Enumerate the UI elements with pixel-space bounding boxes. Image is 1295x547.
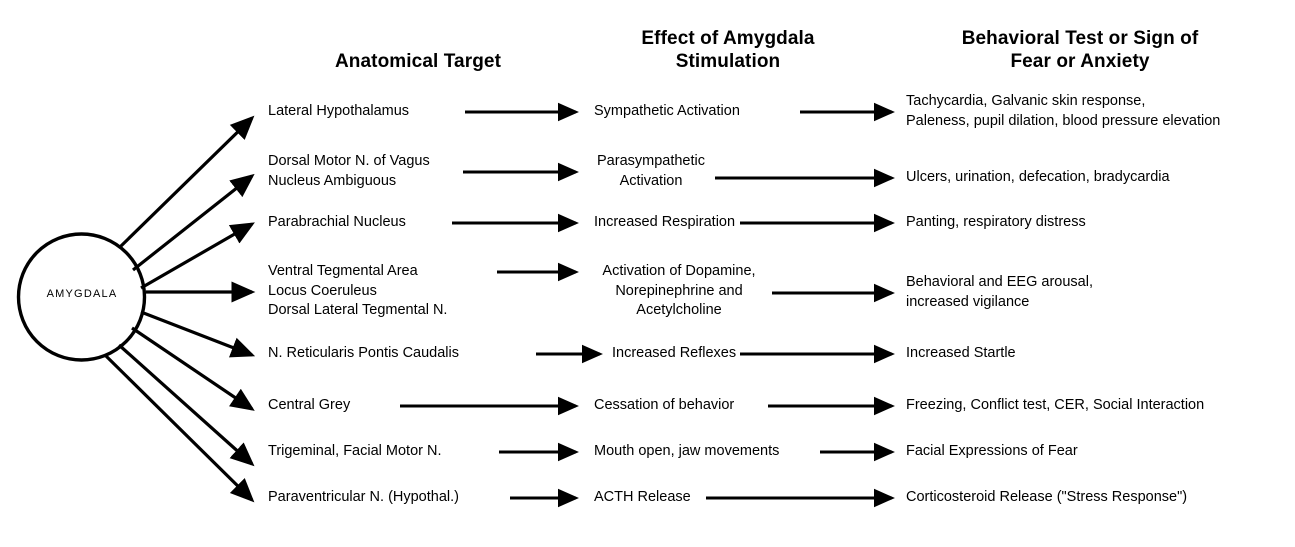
effect-5: Increased Reflexes xyxy=(612,345,737,361)
anatomical-target-5: N. Reticularis Pontis Caudalis xyxy=(268,345,459,361)
anatomical-target-2: Dorsal Motor N. of Vagus Nucleus Ambiguo… xyxy=(268,153,430,189)
behavior-5: Increased Startle xyxy=(906,345,1016,361)
amygdala-circle xyxy=(16,232,147,362)
behavior-2: Ulcers, urination, defecation, bradycard… xyxy=(906,169,1170,185)
effect-2: Parasympathetic Activation xyxy=(597,153,705,189)
column-header-effect-of-amygdala-stimulation: Effect of Amygdala Stimulation xyxy=(641,28,815,72)
anatomical-target-6: Central Grey xyxy=(268,397,351,413)
column-header-anatomical-target: Anatomical Target xyxy=(334,51,502,72)
anatomical-target-1: Lateral Hypothalamus xyxy=(268,103,410,119)
anatomical-target-8: Paraventricular N. (Hypothal.) xyxy=(268,489,459,505)
effect-6: Cessation of behavior xyxy=(594,397,735,413)
behavior-1: Tachycardia, Galvanic skin response, Pal… xyxy=(906,93,1221,129)
effect-8: ACTH Release xyxy=(594,489,691,505)
behavior-3: Panting, respiratory distress xyxy=(906,214,1086,230)
hub-arrow-3 xyxy=(140,222,255,290)
effect-3: Increased Respiration xyxy=(594,214,736,230)
amygdala-label: AMYGDALA xyxy=(46,288,118,300)
hub-arrow-2 xyxy=(132,173,255,272)
hub-arrow-6 xyxy=(131,326,255,411)
behavior-4: Behavioral and EEG arousal, increased vi… xyxy=(906,274,1093,310)
hub-arrow-5 xyxy=(140,310,256,358)
hub-arrow-8 xyxy=(103,353,255,503)
hub-arrow-1 xyxy=(118,115,255,249)
anatomical-target-4: Ventral Tegmental Area Locus Coeruleus D… xyxy=(268,263,448,318)
anatomical-target-3: Parabrachial Nucleus xyxy=(268,214,406,230)
effect-1: Sympathetic Activation xyxy=(594,103,740,119)
behavior-8: Corticosteroid Release ("Stress Response… xyxy=(906,489,1188,505)
hub-arrow-7 xyxy=(117,343,255,467)
column-header-behavioral-test-or-sign: Behavioral Test or Sign of Fear or Anxie… xyxy=(961,28,1199,72)
effect-7: Mouth open, jaw movements xyxy=(594,443,780,459)
behavior-7: Facial Expressions of Fear xyxy=(906,443,1078,459)
behavior-6: Freezing, Conflict test, CER, Social Int… xyxy=(906,397,1205,413)
effect-4: Activation of Dopamine, Norepinephrine a… xyxy=(602,263,756,318)
anatomical-target-7: Trigeminal, Facial Motor N. xyxy=(268,443,442,459)
